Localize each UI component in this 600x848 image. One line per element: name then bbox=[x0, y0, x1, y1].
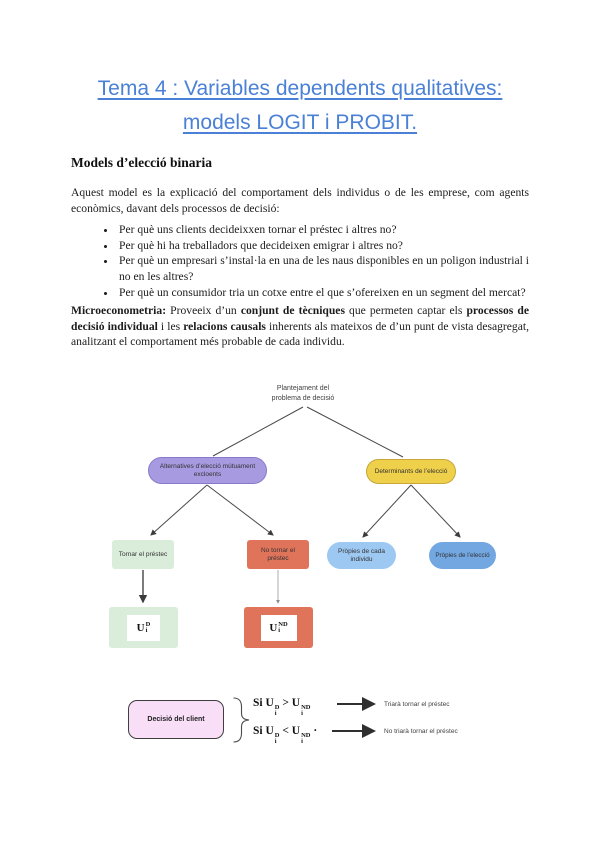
root-label-line-1: Plantejament del bbox=[276, 385, 330, 392]
bullet-item: Per què un consumidor tria un cotxe entr… bbox=[117, 285, 529, 301]
utility-base: U bbox=[269, 621, 278, 634]
cond-suffix: · bbox=[310, 725, 318, 737]
bullet-item: Per què uns clients decideixxen tornar e… bbox=[117, 222, 529, 238]
utility-sub: i bbox=[145, 626, 148, 634]
cond-sub: i bbox=[301, 738, 303, 745]
diagram-root-label: Plantejament del problema de decisió bbox=[240, 384, 366, 403]
node-determinants: Determinants de l’elecció bbox=[366, 459, 456, 484]
intro-paragraph: Aquest model es la explicació del compor… bbox=[71, 186, 529, 215]
cond-base: U bbox=[291, 697, 301, 709]
cond-prefix: Si U bbox=[253, 725, 274, 737]
bullet-list: Per què uns clients decideixxen tornar e… bbox=[71, 222, 529, 300]
result-label-2: No triarà tornar el préstec bbox=[384, 728, 458, 735]
cond-prefix: Si U bbox=[253, 697, 274, 709]
text-content: Tema 4 : Variables dependents qualitativ… bbox=[71, 72, 529, 350]
result-label-1: Triarà tornar el préstec bbox=[384, 701, 450, 708]
node-propies-eleccio: Pròpies de l’elecció bbox=[429, 542, 496, 569]
section-heading: Models d’elecció binaria bbox=[71, 155, 212, 170]
decision-client-box: Decisió del client bbox=[128, 700, 224, 739]
micro-bold-term: processos de decisió individual bbox=[71, 304, 529, 333]
micro-paragraph: Microeconometria: Proveeix d’un conjunt … bbox=[71, 303, 529, 350]
utility-sup: D bbox=[145, 620, 151, 628]
title-line-2: models LOGIT i PROBIT. bbox=[182, 111, 418, 134]
node-alternatives: Alternatives d’elecció mútuament excloen… bbox=[148, 457, 267, 484]
cond-operator: > bbox=[279, 697, 292, 709]
bullet-item: Per què un empresari s’instal·la en una … bbox=[117, 253, 529, 284]
cond-sup: D bbox=[274, 704, 280, 711]
utility-base: U bbox=[136, 621, 145, 634]
root-label-line-2: problema de decisió bbox=[271, 394, 335, 402]
micro-bold-term: conjunt de tècniques bbox=[240, 304, 345, 318]
cond-base: U bbox=[291, 725, 301, 737]
cond-sub: i bbox=[274, 738, 277, 745]
micro-bold-term: Microeconometria: bbox=[71, 304, 167, 318]
cond-sub: i bbox=[301, 710, 303, 717]
title-line-1: Tema 4 : Variables dependents qualitativ… bbox=[97, 77, 503, 100]
cond-sup: ND bbox=[301, 704, 311, 711]
utility-sub: i bbox=[278, 626, 281, 634]
cond-sub: i bbox=[274, 710, 277, 717]
bullet-item: Per què hi ha treballadors que decideixe… bbox=[117, 238, 529, 254]
cond-sup: ND bbox=[301, 732, 311, 739]
node-tornar-prestec: Tornar el préstec bbox=[112, 540, 174, 569]
micro-text: Proveeix d’un bbox=[166, 304, 241, 318]
micro-text: i les bbox=[157, 319, 184, 333]
utility-sup: ND bbox=[278, 620, 288, 628]
cond-sup: D bbox=[274, 732, 280, 739]
node-no-tornar-prestec: No tornar el préstec bbox=[247, 540, 309, 569]
node-propies-individu: Pròpies de cada individu bbox=[327, 542, 396, 569]
document-title: Tema 4 : Variables dependents qualitativ… bbox=[71, 72, 529, 140]
micro-text: inherents als mateixos de d’un punt de v… bbox=[71, 319, 529, 349]
micro-bold-term: relacions causals bbox=[183, 319, 266, 333]
micro-text: que permeten captar els bbox=[344, 304, 467, 318]
cond-operator: < bbox=[279, 725, 292, 737]
